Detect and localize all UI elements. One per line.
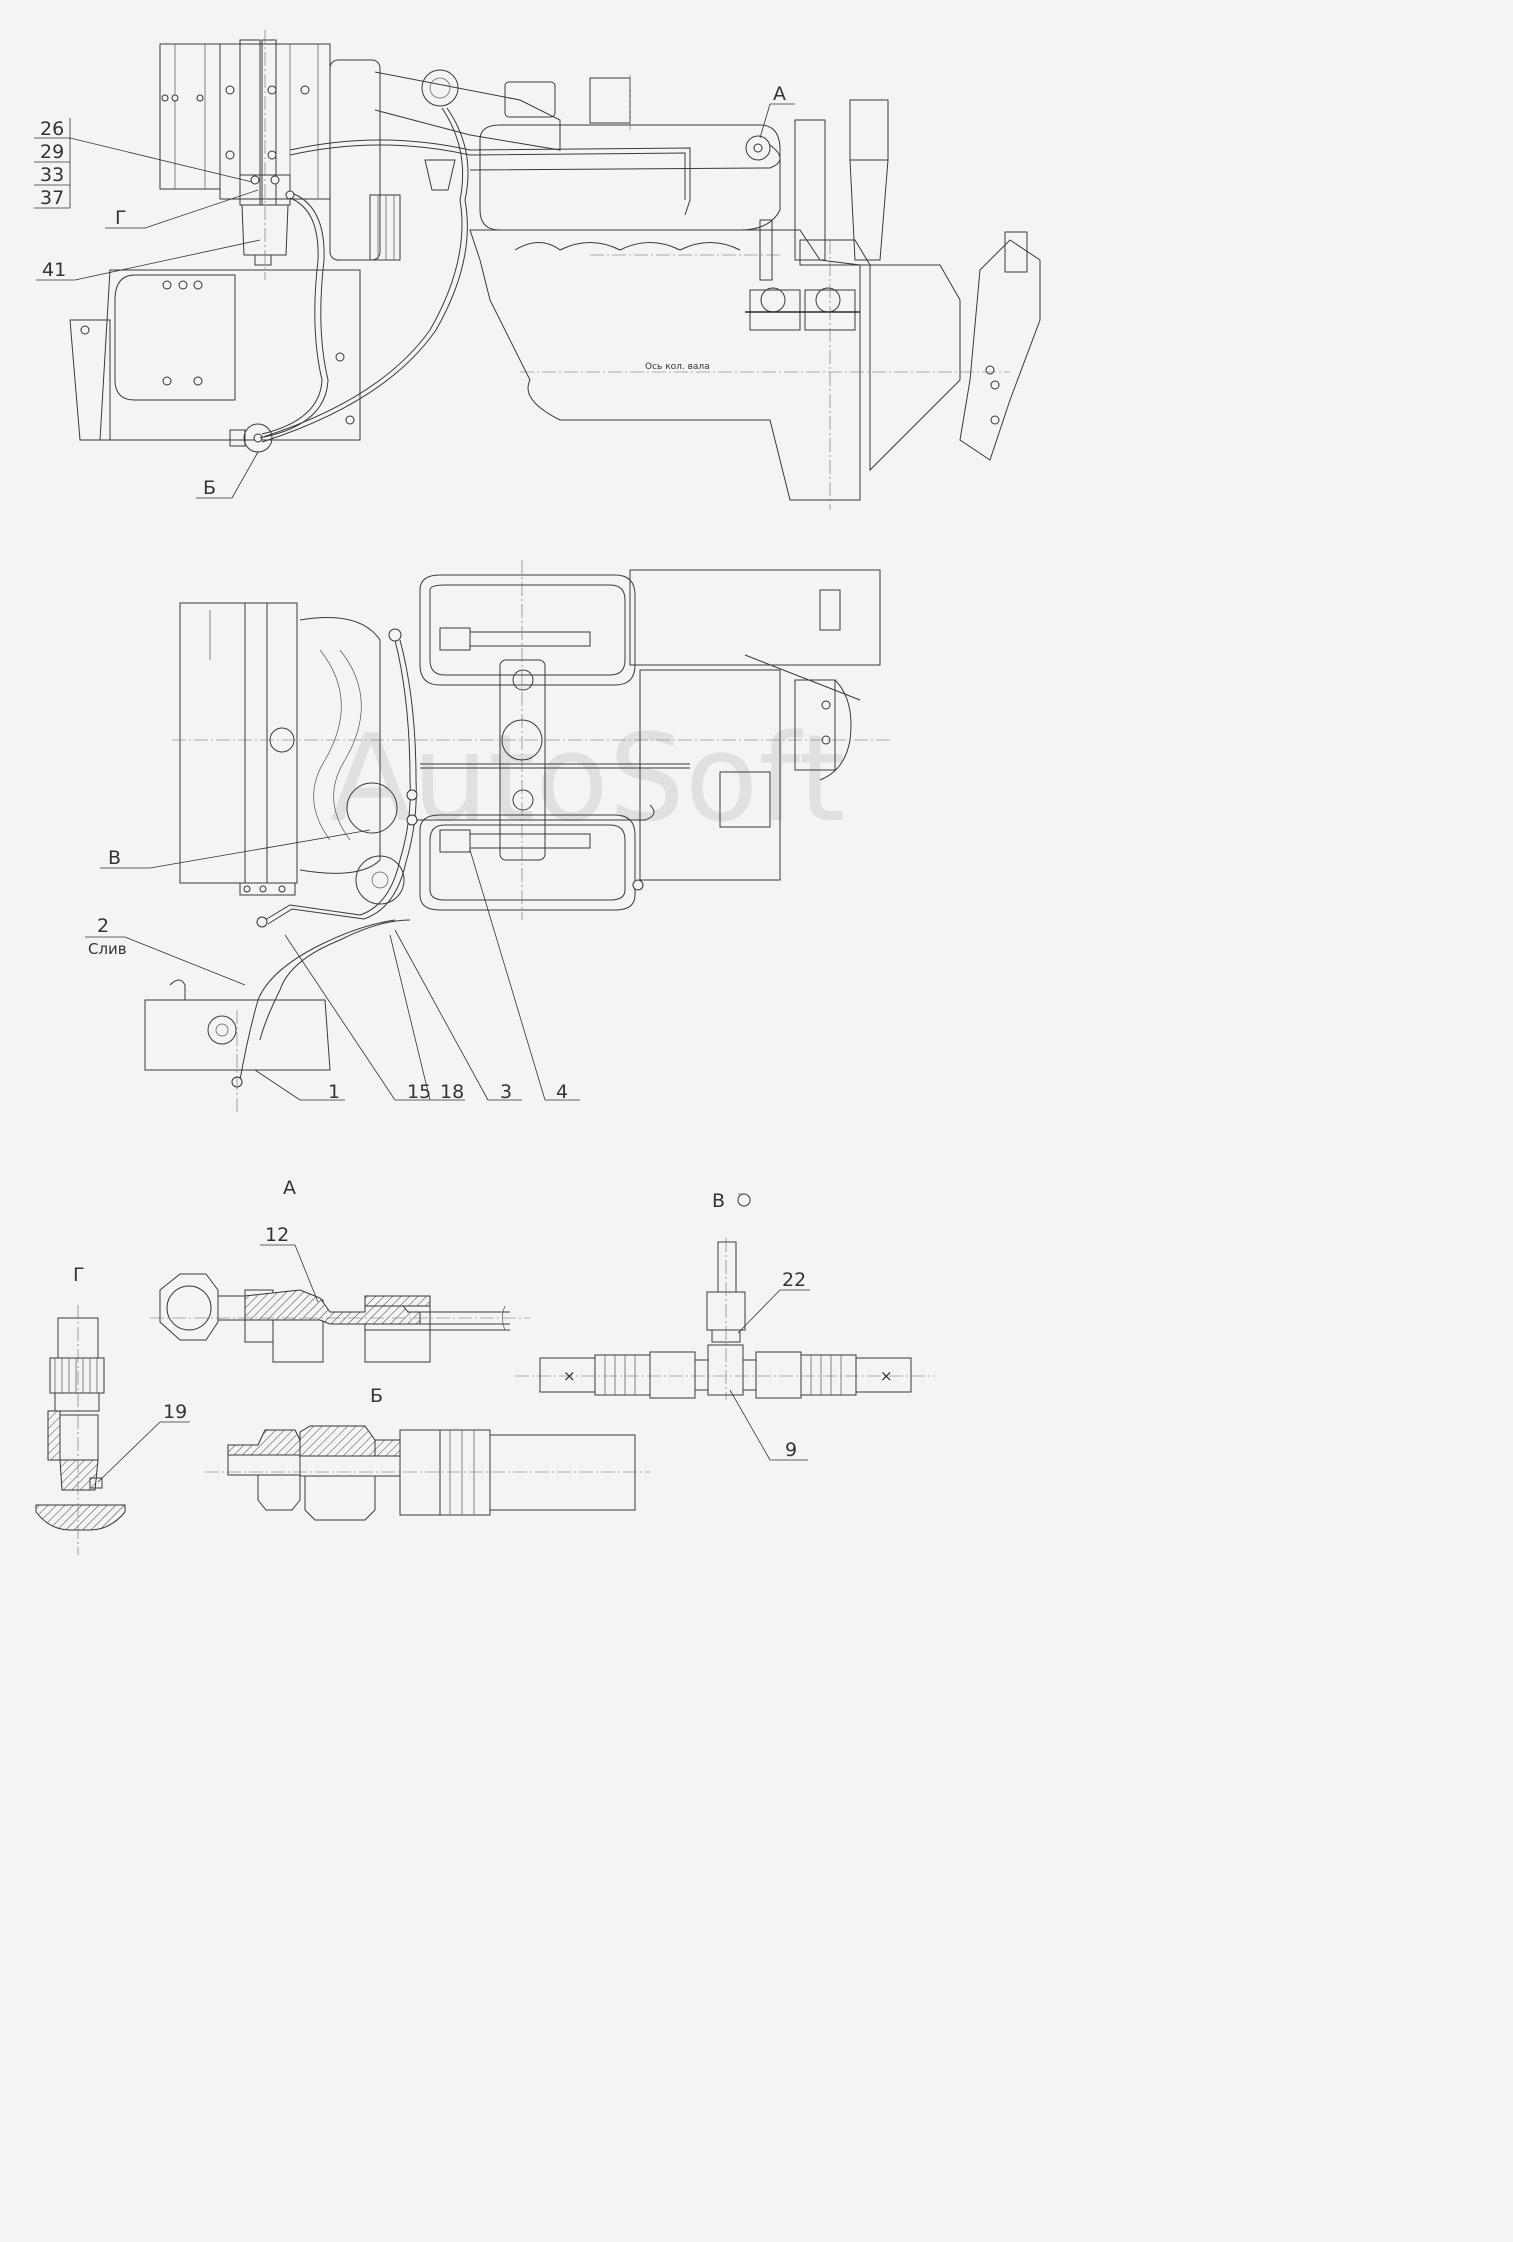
detail-a: А 12: [150, 1177, 530, 1363]
callout-3: 3: [500, 1081, 512, 1103]
detail-a-title: А: [283, 1177, 296, 1199]
callout-26: 26: [40, 118, 64, 140]
callout-33: 33: [40, 164, 64, 186]
callout-a: А: [773, 83, 786, 105]
callout-22: 22: [782, 1269, 806, 1291]
detail-g-title: Г: [73, 1264, 85, 1286]
engine-fuel-line-drawing: AutoSoft: [34, 30, 1041, 1555]
callout-b: Б: [203, 477, 216, 499]
callout-37: 37: [40, 187, 64, 209]
detail-b-title: Б: [370, 1385, 383, 1407]
callout-2: 2: [97, 915, 109, 937]
callout-12: 12: [265, 1224, 289, 1246]
callout-18: 18: [440, 1081, 464, 1103]
callout-g: Г: [115, 207, 127, 229]
callout-1: 1: [328, 1081, 340, 1103]
callout-41: 41: [42, 259, 66, 281]
detail-b: Б: [205, 1385, 650, 1521]
svg-text:×: ×: [880, 1367, 893, 1385]
callout-v: В: [108, 847, 121, 869]
detail-v: В × × 22 9: [515, 1190, 935, 1461]
callout-15: 15: [407, 1081, 431, 1103]
callout-29: 29: [40, 141, 64, 163]
detail-v-title: В: [712, 1190, 725, 1212]
callout-9: 9: [785, 1439, 797, 1461]
callout-4: 4: [556, 1081, 568, 1103]
detail-g: Г 19: [35, 1264, 190, 1555]
engine-top-view: В 2 Слив 1 15 18 3 4: [85, 560, 890, 1112]
engine-side-view: Ось кол. вала 26 29 33 37 Г 41 Б А: [34, 30, 1041, 510]
svg-text:×: ×: [563, 1367, 576, 1385]
crankshaft-axis-label: Ось кол. вала: [645, 362, 710, 372]
callout-19: 19: [163, 1401, 187, 1423]
drain-label: Слив: [88, 940, 127, 958]
